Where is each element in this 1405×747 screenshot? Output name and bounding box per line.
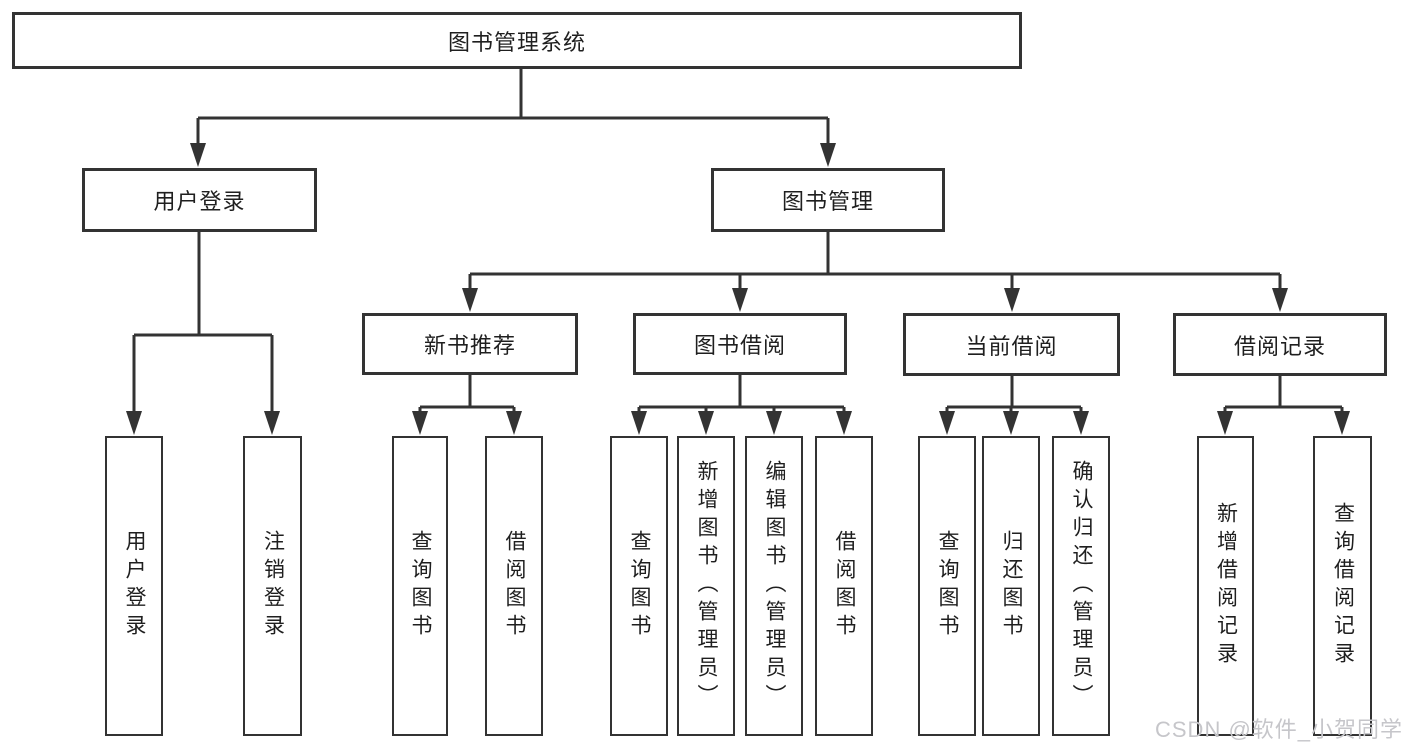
node-book-borrowing: 图书借阅 (633, 313, 847, 375)
leaf-current-confirm-return-admin: 确认归还（管理员） (1052, 436, 1110, 736)
leaf-borrowing-edit-books-admin-label: 编辑图书（管理员） (763, 460, 786, 712)
node-book-management: 图书管理 (711, 168, 945, 232)
node-user-login: 用户登录 (82, 168, 317, 232)
leaf-current-confirm-return-admin-label: 确认归还（管理员） (1070, 460, 1093, 712)
leaf-newbook-query-books: 查询图书 (392, 436, 448, 736)
root-node-library-system: 图书管理系统 (12, 12, 1022, 69)
leaf-borrowing-add-books-admin-label: 新增图书（管理员） (695, 460, 718, 712)
leaf-records-query-borrow-record: 查询借阅记录 (1313, 436, 1372, 736)
leaf-current-return-books-label: 归还图书 (1000, 530, 1023, 642)
leaf-borrowing-add-books-admin: 新增图书（管理员） (677, 436, 735, 736)
node-book-management-label: 图书管理 (781, 189, 874, 214)
node-book-borrowing-label: 图书借阅 (693, 333, 786, 358)
leaf-records-add-borrow-record-label: 新增借阅记录 (1214, 502, 1238, 670)
root-node-label: 图书管理系统 (447, 29, 586, 55)
leaf-newbook-query-books-label: 查询图书 (409, 530, 432, 642)
node-new-book-recommendation-label: 新书推荐 (423, 333, 516, 358)
leaf-logout: 注销登录 (243, 436, 302, 736)
node-new-book-recommendation: 新书推荐 (362, 313, 578, 375)
leaf-current-return-books: 归还图书 (982, 436, 1040, 736)
leaf-borrowing-query-books-label: 查询图书 (628, 530, 651, 642)
leaf-borrowing-borrow-books-label: 借阅图书 (833, 530, 856, 642)
leaf-borrowing-query-books: 查询图书 (610, 436, 668, 736)
leaf-current-query-books-label: 查询图书 (936, 530, 959, 642)
node-borrowing-records-label: 借阅记录 (1233, 333, 1326, 359)
leaf-records-add-borrow-record: 新增借阅记录 (1197, 436, 1254, 736)
leaf-newbook-borrow-books-label: 借阅图书 (503, 530, 526, 642)
leaf-borrowing-borrow-books: 借阅图书 (815, 436, 873, 736)
leaf-records-query-borrow-record-label: 查询借阅记录 (1331, 502, 1355, 670)
leaf-current-query-books: 查询图书 (918, 436, 976, 736)
node-user-login-label: 用户登录 (153, 189, 246, 214)
node-current-borrowing-label: 当前借阅 (965, 333, 1058, 359)
node-borrowing-records: 借阅记录 (1173, 313, 1387, 376)
leaf-logout-label: 注销登录 (261, 530, 285, 642)
watermark: CSDN @软件_小贺同学 (1155, 717, 1404, 742)
leaf-borrowing-edit-books-admin: 编辑图书（管理员） (745, 436, 803, 736)
leaf-newbook-borrow-books: 借阅图书 (485, 436, 543, 736)
node-current-borrowing: 当前借阅 (903, 313, 1120, 376)
leaf-user-login: 用户登录 (105, 436, 163, 736)
leaf-user-login-label: 用户登录 (123, 530, 146, 642)
